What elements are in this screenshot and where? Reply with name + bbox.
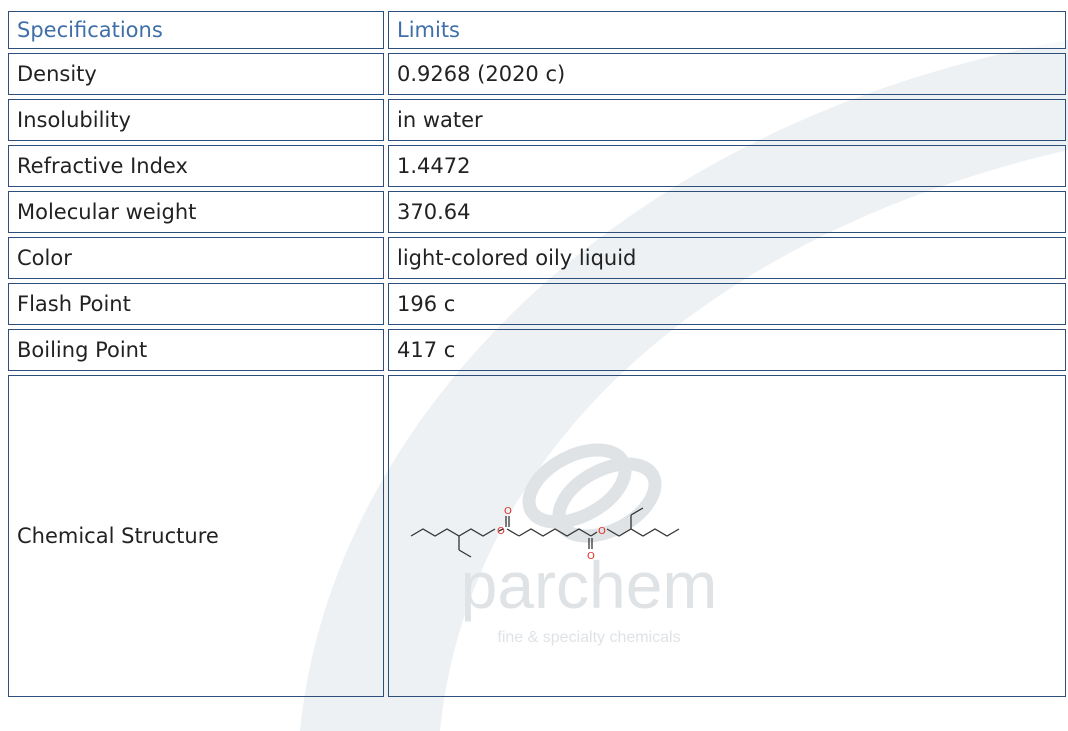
table-row: Flash Point 196 c bbox=[8, 283, 1066, 325]
molecule-oxygen-label: O bbox=[497, 526, 505, 537]
spec-limit: light-colored oily liquid bbox=[388, 237, 1066, 279]
header-limits: Limits bbox=[388, 11, 1066, 49]
spec-limit: in water bbox=[388, 99, 1066, 141]
table-row: Insolubility in water bbox=[8, 99, 1066, 141]
table-row: Color light-colored oily liquid bbox=[8, 237, 1066, 279]
structure-row: Chemical Structure parchem fine & specia… bbox=[8, 375, 1066, 697]
watermark-tagline: fine & specialty chemicals bbox=[497, 629, 680, 646]
spec-name: Color bbox=[8, 237, 384, 279]
table-row: Boiling Point 417 c bbox=[8, 329, 1066, 371]
spec-name: Boiling Point bbox=[8, 329, 384, 371]
spec-name: Insolubility bbox=[8, 99, 384, 141]
spec-name: Flash Point bbox=[8, 283, 384, 325]
spec-name: Density bbox=[8, 53, 384, 95]
table-row: Refractive Index 1.4472 bbox=[8, 145, 1066, 187]
spec-limit: 370.64 bbox=[388, 191, 1066, 233]
spec-name: Refractive Index bbox=[8, 145, 384, 187]
spec-limit: 1.4472 bbox=[388, 145, 1066, 187]
molecule-oxygen-label: O bbox=[504, 506, 512, 517]
spec-limit: 0.9268 (2020 c) bbox=[388, 53, 1066, 95]
molecule-oxygen-label: O bbox=[598, 526, 606, 537]
table-row: Density 0.9268 (2020 c) bbox=[8, 53, 1066, 95]
spec-name: Molecular weight bbox=[8, 191, 384, 233]
spec-limit: 196 c bbox=[388, 283, 1066, 325]
spec-limit: 417 c bbox=[388, 329, 1066, 371]
chemical-structure-cell: parchem fine & specialty chemicals bbox=[388, 375, 1066, 697]
table-header-row: Specifications Limits bbox=[8, 11, 1066, 49]
molecule-structure: O O O O bbox=[410, 506, 680, 562]
spec-name-chemical-structure: Chemical Structure bbox=[8, 375, 384, 697]
table-row: Molecular weight 370.64 bbox=[8, 191, 1066, 233]
specifications-table: Specifications Limits Density 0.9268 (20… bbox=[4, 7, 1068, 701]
parchem-watermark: parchem fine & specialty chemicals bbox=[461, 443, 718, 646]
watermark-brand: parchem bbox=[461, 548, 718, 622]
molecule-oxygen-label: O bbox=[587, 551, 595, 562]
header-specifications: Specifications bbox=[8, 11, 384, 49]
